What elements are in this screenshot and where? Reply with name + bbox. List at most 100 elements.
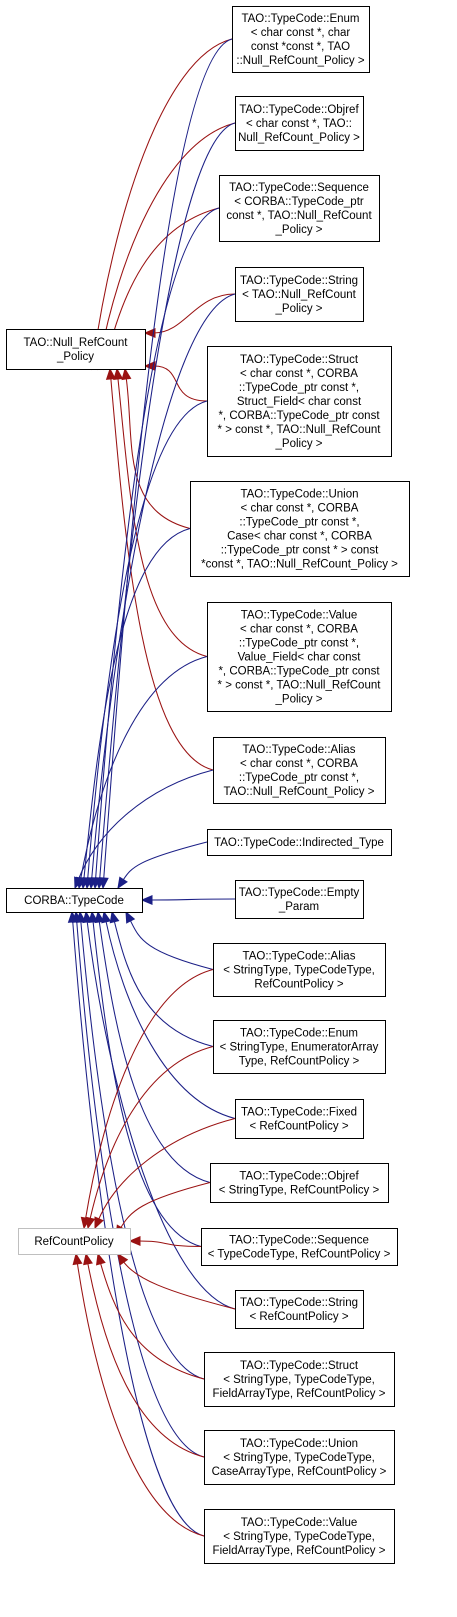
node-box (204, 1509, 395, 1564)
edge-union_null-to-null_policy (121, 367, 191, 530)
node-value-rc[interactable]: TAO::TypeCode::Value< StringType, TypeCo… (204, 1509, 395, 1564)
edge-struct_rc-to-refcount (96, 1252, 205, 1380)
node-fixed-rc[interactable]: TAO::TypeCode::Fixed< RefCountPolicy > (235, 1099, 364, 1139)
node-box (6, 888, 143, 913)
arrowhead-icon (72, 1252, 83, 1266)
node-box (213, 943, 386, 997)
node-label-line: TAO::TypeCode::Empty (239, 887, 360, 899)
node-box (219, 175, 380, 242)
node-box (18, 1228, 131, 1255)
node-label-line: < char const *, char (251, 27, 351, 39)
node-sequence-rc[interactable]: TAO::TypeCode::Sequence< TypeCodeType, R… (201, 1228, 398, 1266)
edge-line (76, 1262, 205, 1537)
node-label-line: TAO::TypeCode::Sequence (229, 182, 369, 194)
edge-indirected-to-typecode (117, 841, 208, 890)
node-alias-null[interactable]: TAO::TypeCode::Alias< char const *, CORB… (213, 737, 386, 804)
edge-line (120, 1181, 211, 1229)
edge-union_null-to-typecode (78, 527, 191, 890)
node-enum-rc[interactable]: TAO::TypeCode::Enum< StringType, Enumera… (213, 1020, 386, 1074)
node-box (235, 880, 364, 919)
edge-enum_null-to-typecode (98, 38, 233, 890)
node-label-line: CaseArrayType, RefCountPolicy > (212, 1466, 387, 1478)
node-label-line: < StringType, RefCountPolicy > (219, 1184, 380, 1196)
node-label-line: TAO::TypeCode::Alias (243, 950, 356, 962)
edge-line (80, 920, 205, 1380)
edge-line (99, 122, 236, 361)
node-struct-rc[interactable]: TAO::TypeCode::Struct< StringType, TypeC… (204, 1352, 395, 1407)
node-label-line: TAO::TypeCode::Value (241, 1517, 358, 1529)
node-label-line: ::TypeCode_ptr const * > const (221, 544, 379, 556)
node-label-line: < char const *, CORBA (240, 623, 358, 635)
node-label-line: TAO::TypeCode::Sequence (229, 1234, 369, 1246)
edge-union_rc-to-refcount (83, 1252, 205, 1458)
edge-enum_rc-to-refcount (85, 1045, 214, 1230)
arrowhead-icon (96, 1252, 106, 1266)
edge-struct_null-to-null_policy (143, 360, 208, 402)
edge-string_rc-to-refcount (117, 1252, 236, 1310)
node-label-line: ::Null_RefCount_Policy > (236, 55, 364, 67)
node-label-line: RefCountPolicy > (254, 978, 343, 990)
node-label-line: Struct_Field< char const (237, 396, 362, 408)
node-sequence-null[interactable]: TAO::TypeCode::Sequence< CORBA::TypeCode… (219, 175, 380, 242)
node-objref-rc[interactable]: TAO::TypeCode::Objref< StringType, RefCo… (210, 1163, 389, 1203)
node-typecode[interactable]: CORBA::TypeCode (6, 888, 143, 913)
node-label-line: *const *, TAO::Null_RefCount_Policy > (201, 558, 398, 570)
node-box (235, 96, 364, 151)
edge-line (117, 377, 208, 658)
node-box (207, 346, 392, 457)
node-objref-null[interactable]: TAO::TypeCode::Objref< char const *, TAO… (235, 96, 364, 151)
edge-fixed_rc-to-refcount (94, 1117, 236, 1230)
edge-line (77, 769, 214, 880)
node-label-line: _Policy > (275, 438, 323, 450)
node-box (190, 481, 410, 577)
node-label-line: < TypeCodeType, RefCountPolicy > (208, 1248, 391, 1260)
edge-line (98, 920, 211, 1184)
node-empty-param[interactable]: TAO::TypeCode::Empty_Param (235, 880, 364, 919)
node-box (235, 267, 364, 322)
edge-objref_rc-to-typecode (94, 910, 211, 1184)
edge-line (122, 841, 208, 881)
node-null-policy[interactable]: TAO::Null_RefCount_Policy (6, 329, 146, 370)
edge-alias_null-to-null_policy (105, 367, 214, 771)
node-union-rc[interactable]: TAO::TypeCode::Union< StringType, TypeCo… (204, 1430, 395, 1485)
node-value-null[interactable]: TAO::TypeCode::Value< char const *, CORB… (207, 602, 392, 712)
node-indirected[interactable]: TAO::TypeCode::Indirected_Type (207, 829, 392, 856)
node-label-line: _Policy (56, 351, 94, 363)
edges-layer (67, 38, 236, 1537)
edge-line (92, 920, 202, 1248)
node-label-line: TAO::TypeCode::String (240, 1297, 358, 1309)
node-label-line: < CORBA::TypeCode_ptr (234, 196, 364, 208)
node-label-line: CORBA::TypeCode (24, 895, 124, 907)
edge-value_rc-to-typecode (67, 910, 205, 1537)
node-label-line: * > const *, TAO::Null_RefCount (218, 424, 382, 436)
node-box (207, 602, 392, 712)
node-label-line: _Param (278, 901, 319, 913)
node-label-line: TAO::Null_RefCount (24, 337, 129, 349)
edge-enum_rc-to-typecode (109, 910, 214, 1048)
node-string-rc[interactable]: TAO::TypeCode::String< RefCountPolicy > (235, 1290, 364, 1329)
node-label-line: TAO::TypeCode::Struct (240, 354, 359, 366)
node-label-line: TAO::TypeCode::Indirected_Type (214, 837, 384, 849)
edge-line (83, 527, 191, 880)
node-box (207, 829, 392, 856)
node-label-line: Null_RefCount_Policy > (238, 132, 360, 144)
node-label-line: TAO::TypeCode::Struct (240, 1360, 359, 1372)
edge-line (105, 920, 236, 1120)
arrowhead-icon (117, 1252, 129, 1266)
node-refcount[interactable]: RefCountPolicy (18, 1228, 131, 1255)
node-label-line: < StringType, EnumeratorArray (220, 1041, 379, 1053)
edge-line (125, 377, 191, 530)
node-struct-null[interactable]: TAO::TypeCode::Struct< char const *, COR… (207, 346, 392, 457)
node-alias-rc[interactable]: TAO::TypeCode::Alias< StringType, TypeCo… (213, 943, 386, 997)
node-union-null[interactable]: TAO::TypeCode::Union< char const *, CORB… (190, 481, 410, 577)
node-label-line: ::TypeCode_ptr const *, (239, 516, 359, 528)
edge-line (95, 207, 220, 880)
node-enum-null[interactable]: TAO::TypeCode::Enum< char const *, charc… (232, 6, 370, 73)
node-label-line: Case< char const *, CORBA (227, 530, 372, 542)
edge-sequence_rc-to-refcount (128, 1235, 202, 1248)
node-box (210, 1163, 389, 1203)
node-string-null[interactable]: TAO::TypeCode::String< TAO::Null_RefCoun… (235, 267, 364, 322)
edge-line (87, 1262, 205, 1458)
edge-line (84, 968, 214, 1220)
edge-line (87, 400, 208, 880)
